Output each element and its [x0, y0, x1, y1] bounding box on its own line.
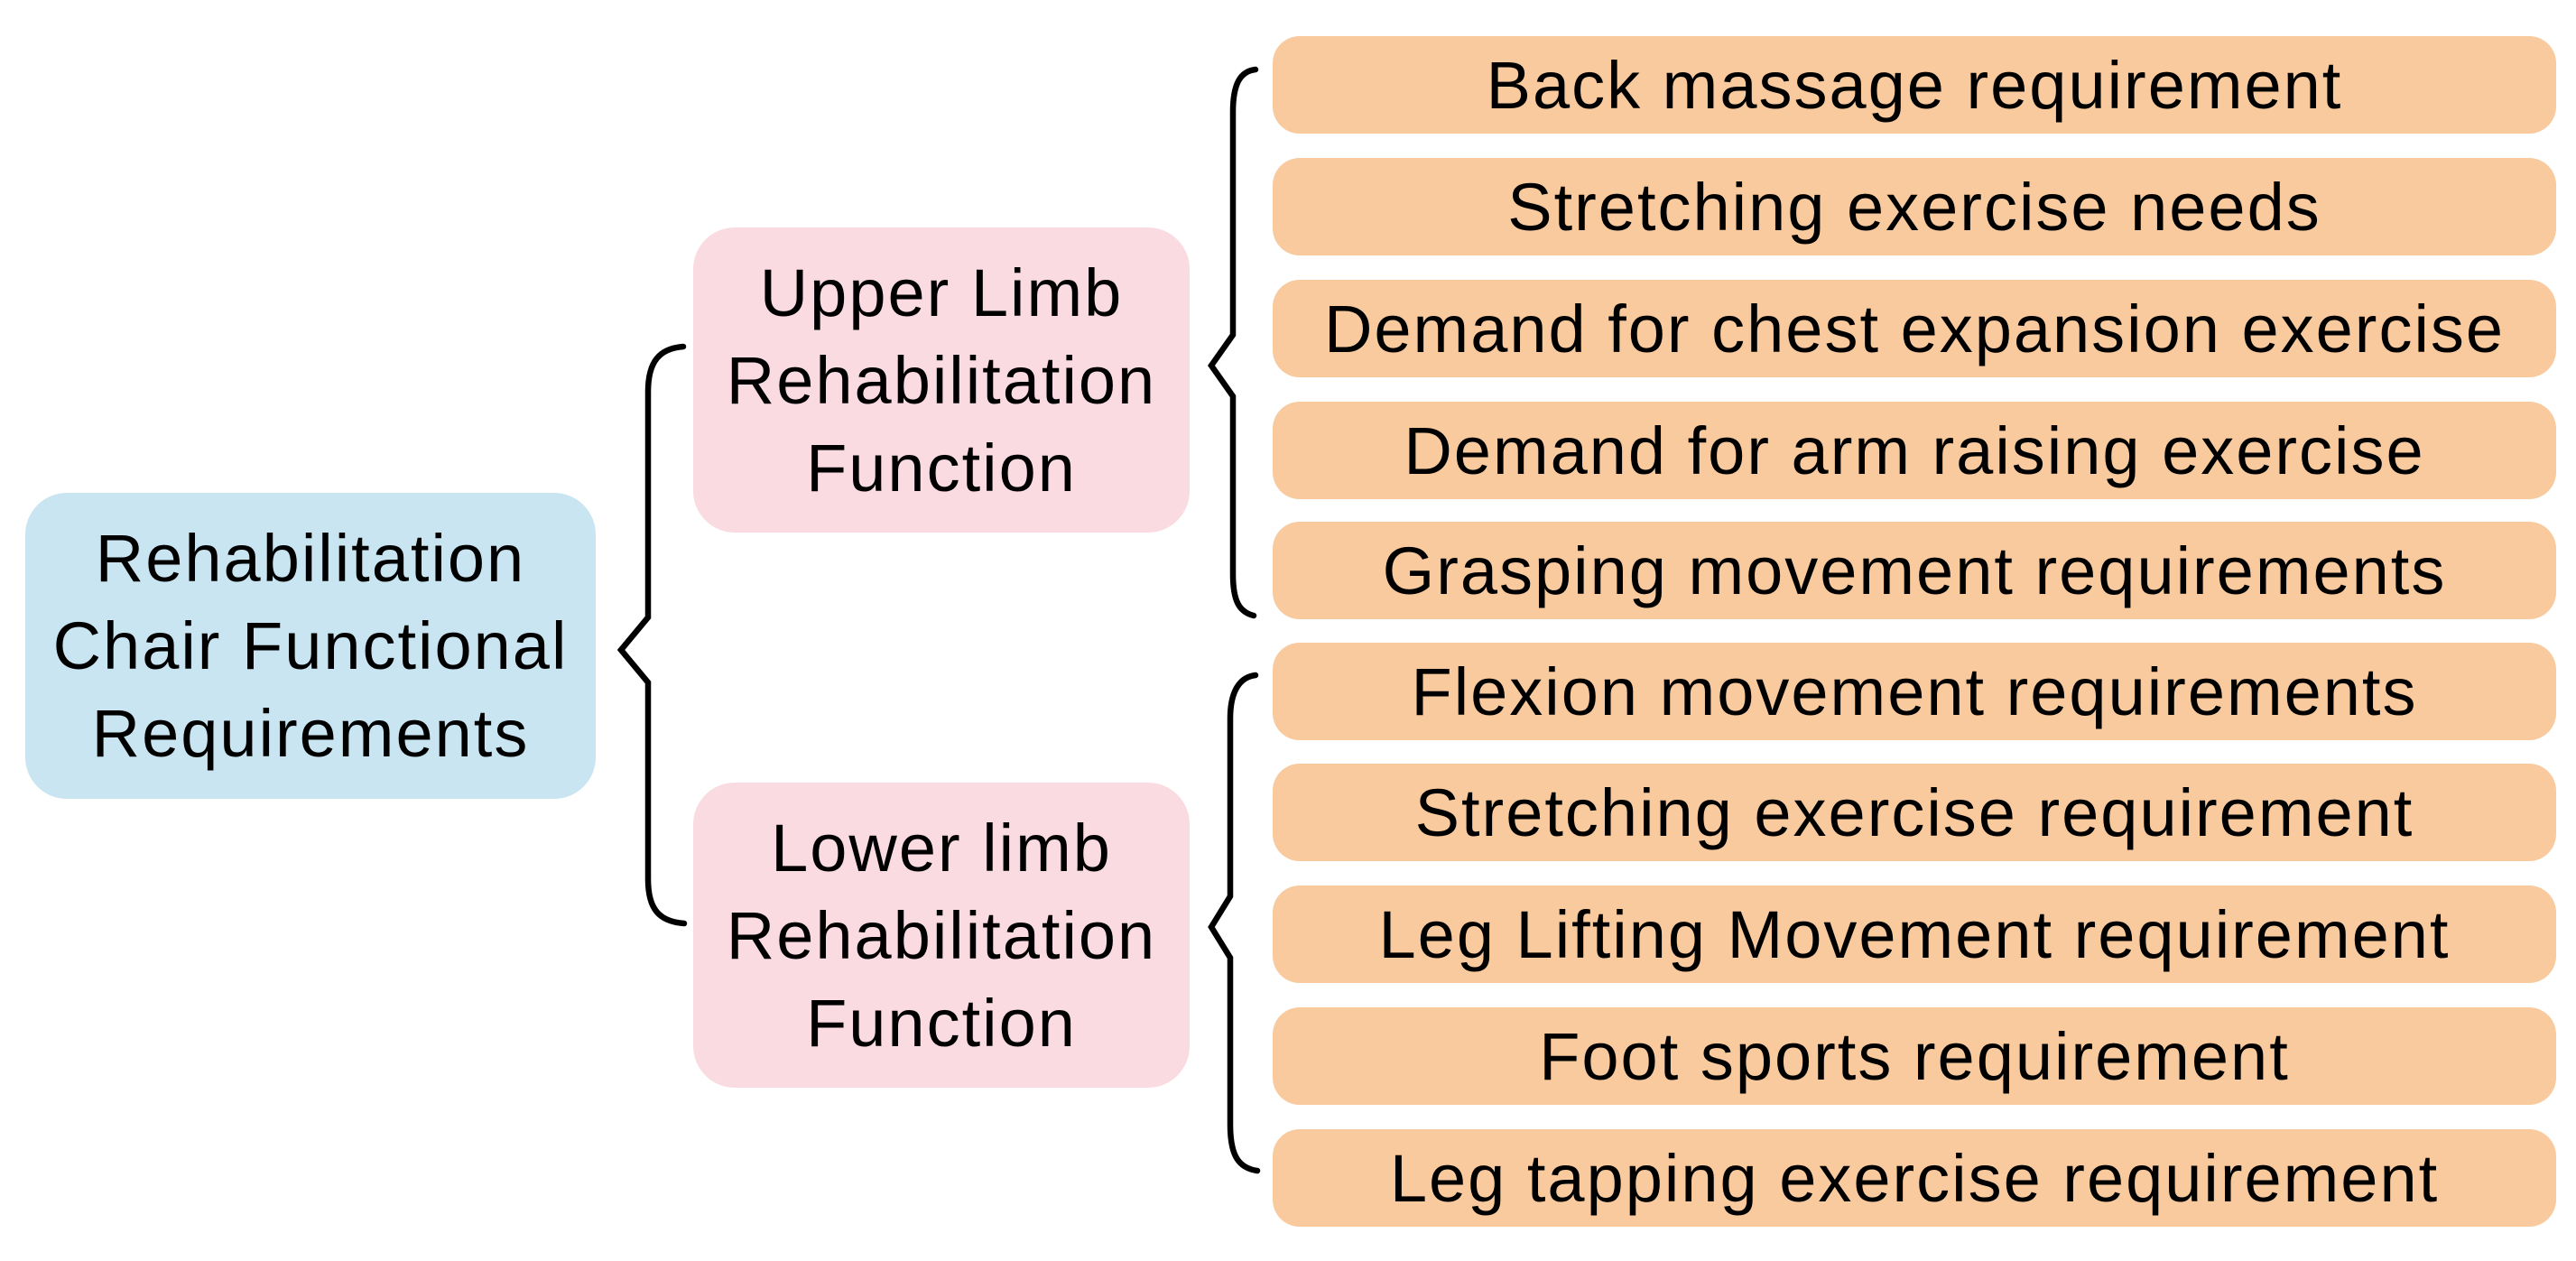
root-node-label-line: Rehabilitation	[95, 521, 526, 596]
leaf-node: Demand for arm raising exercise	[1273, 402, 2556, 499]
branch-node-label-line: Lower limb	[771, 810, 1112, 885]
branch-node-label-line: Function	[806, 985, 1077, 1061]
leaf-node-label: Stretching exercise requirement	[1414, 774, 2414, 850]
branch-node-upper-limb: Upper Limb Rehabilitation Function	[693, 227, 1190, 533]
leaf-node-label: Demand for arm raising exercise	[1404, 413, 2425, 488]
curly-brace-lower-branch	[1208, 672, 1261, 1174]
leaf-node: Stretching exercise requirement	[1273, 764, 2556, 861]
leaf-node: Back massage requirement	[1273, 36, 2556, 134]
branch-node-label-line: Upper Limb	[759, 255, 1124, 330]
leaf-node-label: Leg tapping exercise requirement	[1389, 1140, 2440, 1216]
branch-node-label-line: Rehabilitation	[726, 342, 1157, 418]
leaf-node-label: Stretching exercise needs	[1507, 169, 2321, 245]
root-node: Rehabilitation Chair Functional Requirem…	[25, 493, 596, 799]
leaf-node: Leg tapping exercise requirement	[1273, 1129, 2556, 1227]
branch-node-lower-limb: Lower limb Rehabilitation Function	[693, 783, 1190, 1088]
curly-brace-upper-branch	[1208, 66, 1259, 619]
leaf-node: Flexion movement requirements	[1273, 643, 2556, 740]
leaf-node-label: Foot sports requirement	[1539, 1018, 2290, 1094]
curly-brace-root	[616, 343, 688, 927]
leaf-node: Demand for chest expansion exercise	[1273, 280, 2556, 377]
leaf-node-label: Grasping movement requirements	[1382, 533, 2447, 608]
root-node-label-line: Chair Functional	[52, 608, 569, 683]
leaf-node: Leg Lifting Movement requirement	[1273, 885, 2556, 983]
leaf-node-label: Demand for chest expansion exercise	[1323, 291, 2506, 366]
leaf-node: Foot sports requirement	[1273, 1007, 2556, 1105]
leaf-node-label: Back massage requirement	[1486, 47, 2343, 123]
leaf-node-label: Flexion movement requirements	[1411, 654, 2418, 729]
branch-node-label-line: Function	[806, 430, 1077, 505]
branch-node-label-line: Rehabilitation	[726, 897, 1157, 973]
leaf-node: Grasping movement requirements	[1273, 522, 2556, 619]
leaf-node-label: Leg Lifting Movement requirement	[1378, 896, 2451, 972]
leaf-node: Stretching exercise needs	[1273, 158, 2556, 255]
root-node-label-line: Requirements	[91, 696, 530, 771]
